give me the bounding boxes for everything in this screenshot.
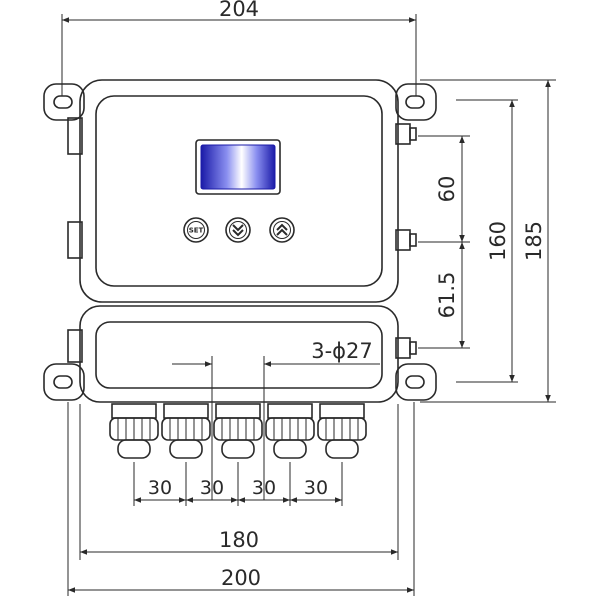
- cable-glands: [109, 403, 367, 459]
- dim-gland-pitch-label: 30: [148, 477, 172, 499]
- front-panel: [95, 95, 383, 287]
- upper-housing: [79, 79, 399, 303]
- lcd-screen: [200, 144, 276, 190]
- cable-gland: [213, 403, 263, 459]
- dim-right-upper-spacing-label: 60: [435, 176, 459, 203]
- set-button-label: SET: [189, 227, 204, 235]
- mounting-ear-bottom-left: [43, 363, 85, 401]
- mounting-ear-bottom-right: [395, 363, 437, 401]
- terminal-cover: [95, 321, 383, 389]
- dim-gland-pitch: 30 30 30 30: [133, 462, 343, 506]
- dim-right-inner-height-label: 160: [486, 221, 510, 261]
- dim-right-outer-height-label: 185: [522, 221, 546, 261]
- lower-housing: [79, 305, 399, 403]
- chevron-double-up-icon: [276, 223, 288, 236]
- hinge-left: [67, 117, 83, 363]
- dim-bottom-inner-width: 180: [79, 404, 399, 560]
- dim-right-extensions: [418, 79, 556, 403]
- dim-top-width: 204: [61, 0, 417, 96]
- cable-gland: [317, 403, 367, 459]
- dim-bottom-outer-width-label: 200: [221, 566, 261, 590]
- latch-right: [395, 123, 417, 359]
- dim-bottom-inner-width-label: 180: [219, 528, 259, 552]
- dim-hole-callout: 3-ϕ27: [172, 339, 380, 500]
- cable-gland: [161, 403, 211, 459]
- cable-gland: [265, 403, 315, 459]
- set-button[interactable]: SET: [183, 217, 209, 243]
- dim-right-upper-spacing: 60: [435, 136, 465, 242]
- dim-right-lower-spacing-label: 61.5: [435, 272, 459, 319]
- chevron-double-down-icon: [232, 224, 244, 237]
- cable-gland: [109, 403, 159, 459]
- dim-top-width-label: 204: [219, 0, 259, 21]
- dim-gland-pitch-label: 30: [200, 477, 224, 499]
- down-button[interactable]: [225, 217, 251, 243]
- dim-right-inner-height: 160: [486, 100, 515, 382]
- dim-gland-pitch-label: 30: [304, 477, 328, 499]
- dim-gland-pitch-label: 30: [252, 477, 276, 499]
- mounting-ear-top-left: [43, 83, 85, 121]
- dim-right-outer-height: 185: [522, 80, 551, 402]
- up-button[interactable]: [269, 217, 295, 243]
- display-bezel: [195, 139, 281, 195]
- dim-right-lower-spacing: 61.5: [435, 242, 465, 348]
- enclosure-body: SET: [43, 79, 437, 459]
- dim-hole-callout-label: 3-ϕ27: [311, 339, 373, 363]
- dim-bottom-outer-width: 200: [67, 402, 415, 596]
